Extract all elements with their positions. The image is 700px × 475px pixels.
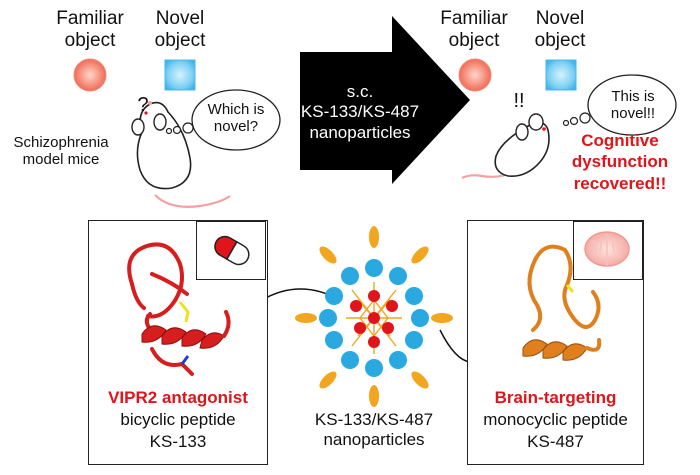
vipr2-antagonist-title: VIPR2 antagonist [108, 388, 248, 407]
brain-icon [584, 231, 630, 267]
ks133-label: KS-133 [149, 432, 207, 451]
thought-text-left: Which is novel? [207, 101, 265, 136]
familiar-object-label-right: Familiar object [440, 8, 508, 51]
novel-object-label-right: Novel object [534, 8, 586, 51]
ks487-peptide-structure [522, 244, 602, 361]
connector-right [439, 329, 471, 363]
familiar-object-left [73, 58, 107, 92]
thought-bubble-right [562, 74, 677, 136]
cognitive-recovery-text: Cognitive dysfunction recovered!! [571, 131, 669, 193]
familiar-object-label-left: Familiar object [56, 8, 124, 51]
thought-text-right: This is novel!! [610, 88, 656, 123]
thought-bubble-left [165, 89, 281, 151]
novel-object-right [545, 59, 577, 91]
ks487-label: KS-487 [527, 432, 584, 451]
capsule-icon [214, 235, 250, 266]
mouse-right [461, 113, 550, 179]
exclamation-marks: !! [513, 90, 525, 112]
nanoparticles-label: KS-133/KS-487 nanoparticles [314, 410, 434, 450]
brain-targeting-title: Brain-targeting [494, 388, 617, 407]
familiar-object-right [458, 58, 492, 92]
ks133-peptide-structure [127, 242, 231, 376]
monocyclic-peptide-label: monocyclic peptide [483, 410, 628, 429]
novel-object-label-left: Novel object [154, 8, 206, 51]
mouse-left [131, 101, 231, 208]
schizophrenia-mice-label: Schizophrenia model mice [13, 134, 109, 169]
treatment-arrow [300, 16, 470, 184]
novel-object-left [164, 59, 196, 91]
question-mark: ? [137, 94, 149, 116]
bicyclic-peptide-label: bicyclic peptide [120, 410, 236, 429]
treatment-arrow-text: s.c. KS-133/KS-487 nanoparticles [300, 82, 420, 142]
nanoparticle-graphic [295, 226, 453, 407]
